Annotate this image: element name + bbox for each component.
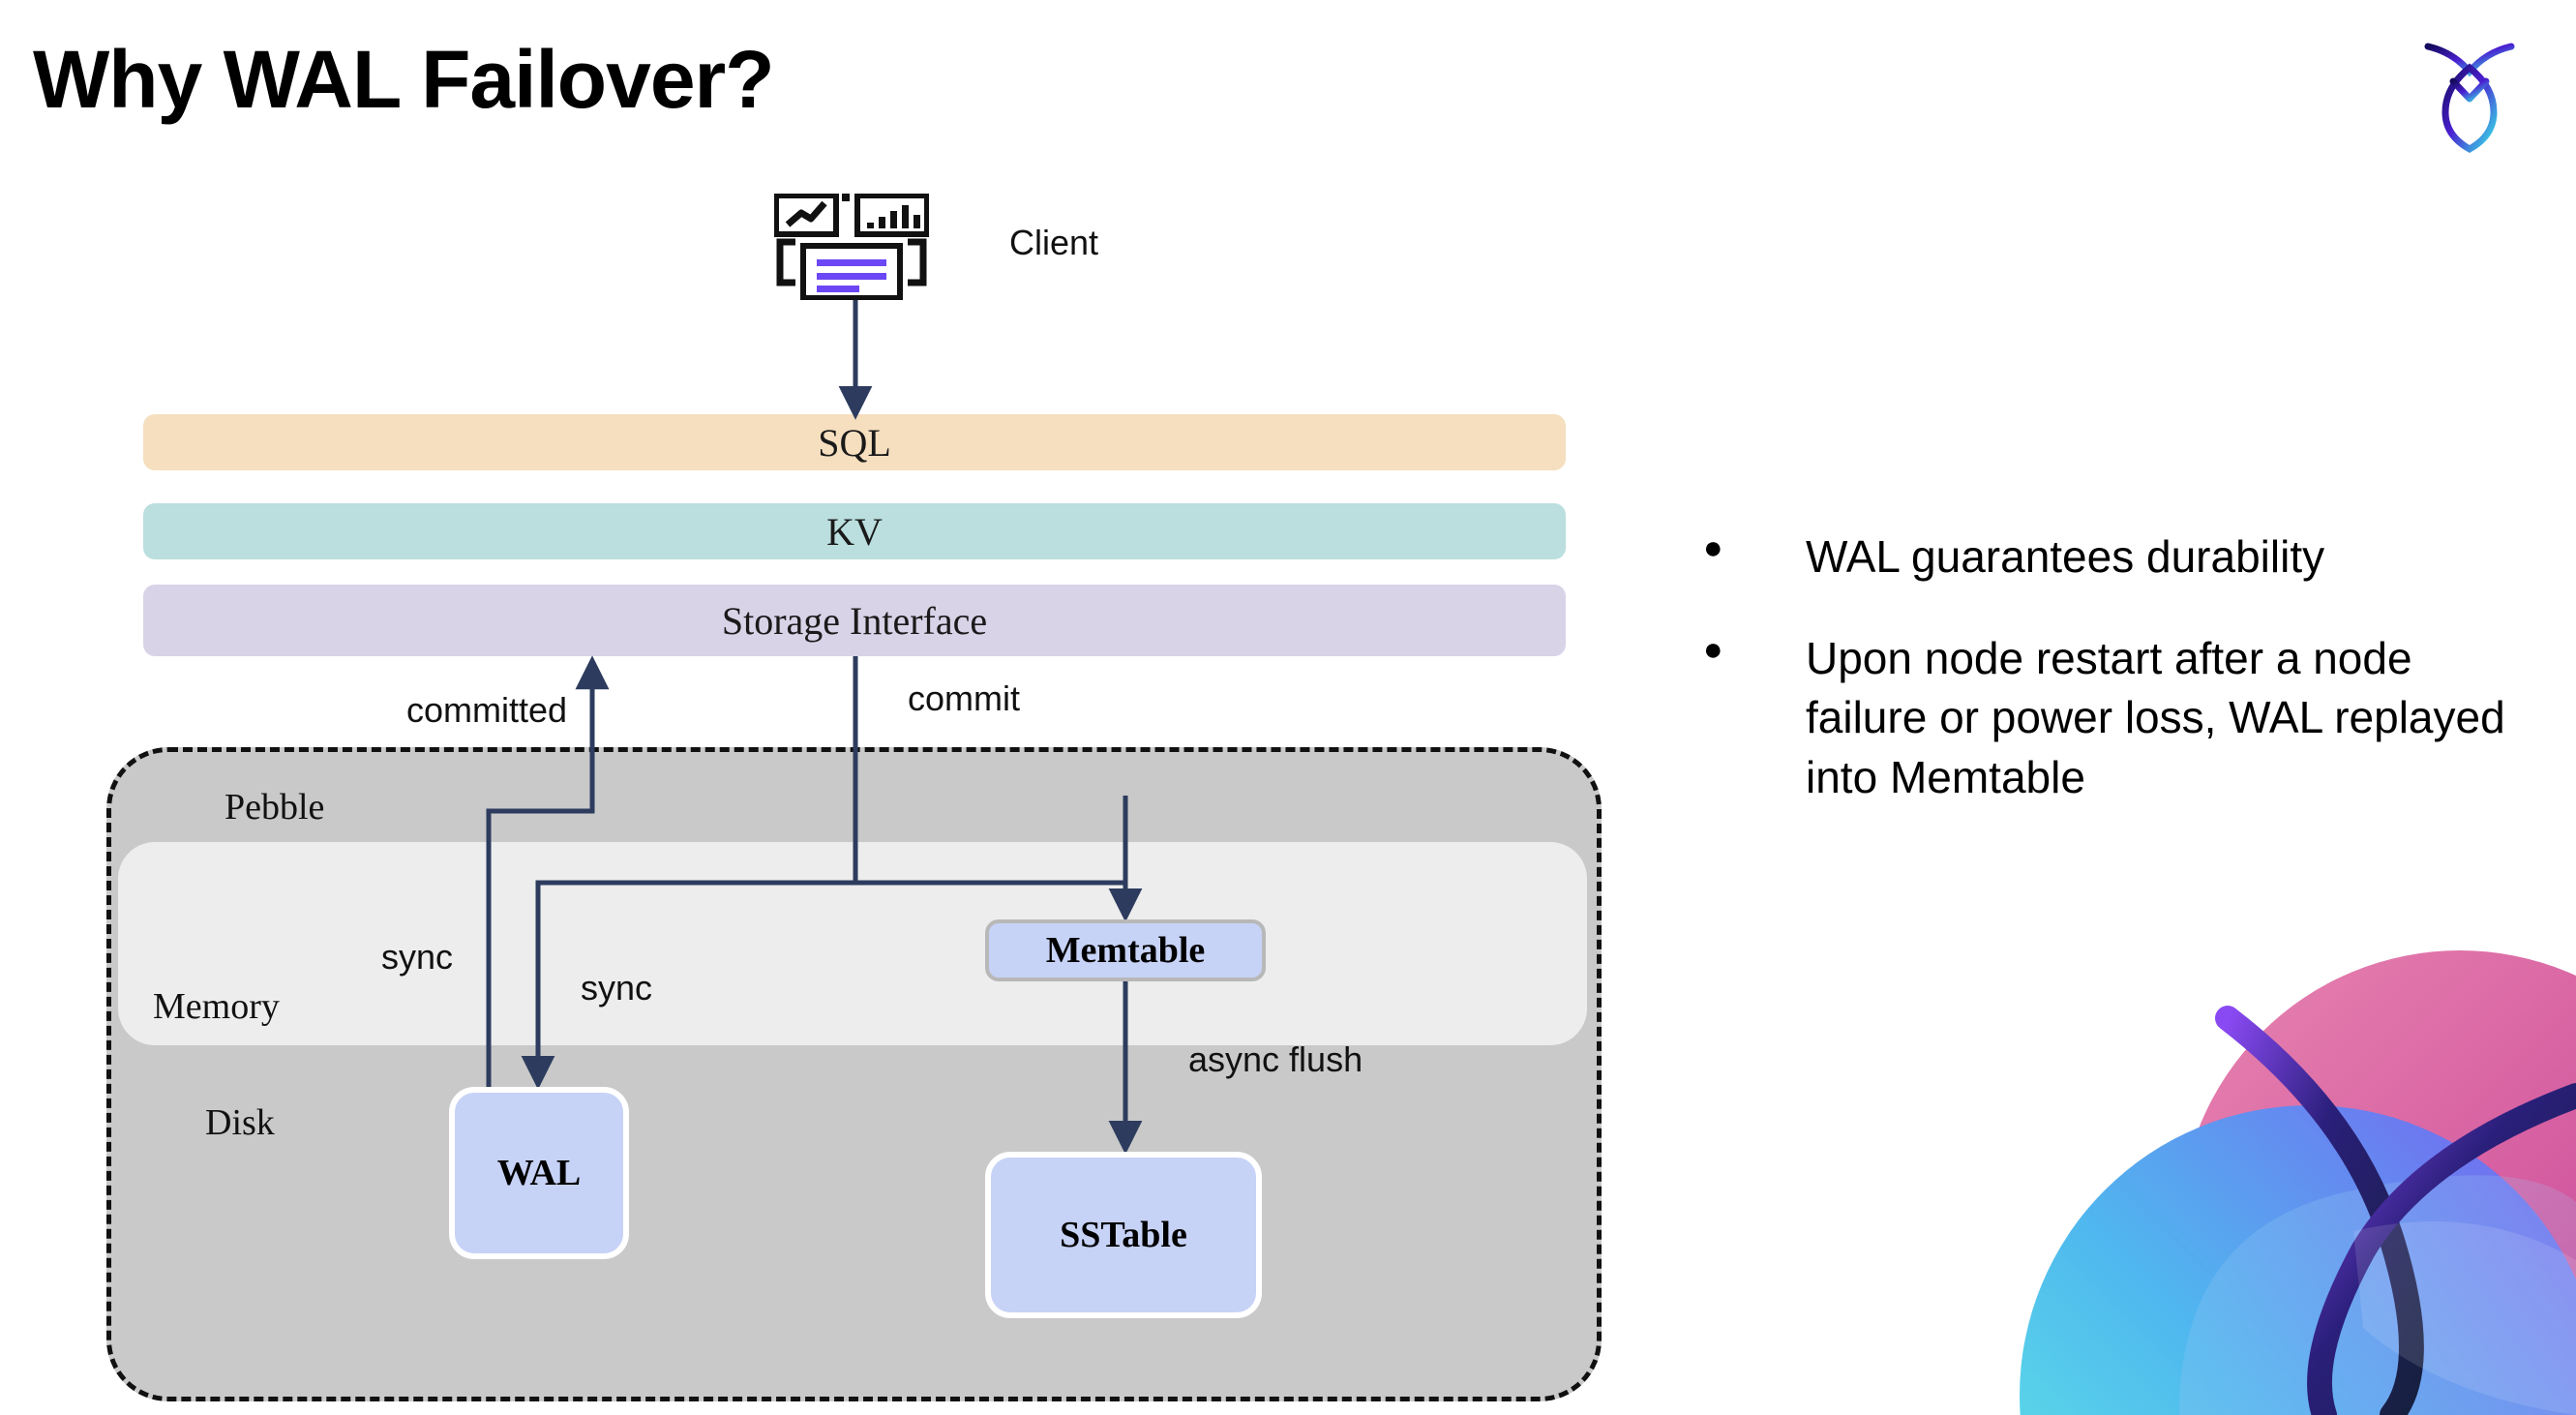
memory-label: Memory [153, 986, 280, 1027]
node-sstable: SSTable [985, 1152, 1262, 1318]
page-title: Why WAL Failover? [33, 34, 775, 125]
bullet-text: Upon node restart after a node failure o… [1806, 633, 2505, 802]
list-item: ● WAL guarantees durability [1703, 527, 2526, 587]
cockroachdb-logo [2424, 43, 2515, 153]
layer-sql: SQL [143, 414, 1566, 470]
bullet-list: ● WAL guarantees durability ● Upon node … [1703, 527, 2526, 850]
edge-label-sync-right: sync [581, 968, 653, 1008]
node-memtable: Memtable [985, 919, 1266, 981]
node-wal: WAL [449, 1087, 629, 1259]
layer-storage-interface: Storage Interface [143, 585, 1566, 656]
node-memtable-label: Memtable [1045, 930, 1206, 971]
edge-label-committed: committed [406, 690, 568, 730]
node-wal-label: WAL [496, 1153, 582, 1193]
memory-region [118, 842, 1587, 1045]
bullet-marker-icon: ● [1703, 631, 1723, 669]
disk-label: Disk [205, 1102, 275, 1143]
edge-label-sync-left: sync [381, 937, 454, 977]
bullet-marker-icon: ● [1703, 529, 1723, 566]
list-item: ● Upon node restart after a node failure… [1703, 629, 2526, 807]
decorative-corner-graphic [2020, 950, 2576, 1415]
bullet-text: WAL guarantees durability [1806, 531, 2325, 582]
layer-kv-label: KV [826, 509, 883, 554]
layer-kv: KV [143, 503, 1566, 559]
edge-label-commit: commit [908, 678, 1020, 718]
node-sstable-label: SSTable [1060, 1215, 1187, 1255]
layer-sql-label: SQL [818, 420, 891, 465]
layer-storage-label: Storage Interface [721, 598, 988, 643]
edge-label-async-flush: async flush [1188, 1039, 1363, 1079]
client-dashboard-icon [774, 194, 929, 300]
pebble-label: Pebble [225, 787, 325, 828]
client-label: Client [1009, 223, 1099, 262]
